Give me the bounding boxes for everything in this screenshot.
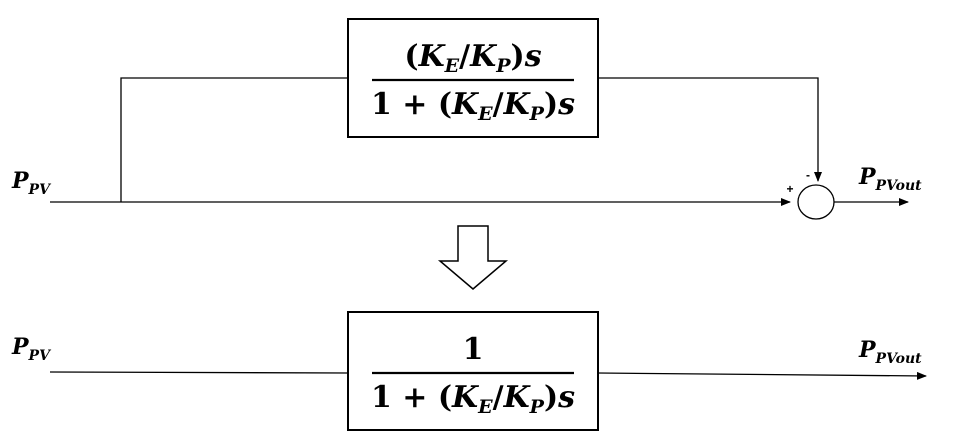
- bottom-output-label: PPVout: [858, 337, 922, 367]
- top-block-to-junction-line: [598, 77, 822, 182]
- top-output-label: PPVout: [858, 164, 922, 194]
- top-input-label: PPV: [11, 168, 52, 198]
- bottom-input-label-main: P: [11, 334, 30, 360]
- bottom-input-label: PPV: [11, 334, 52, 364]
- bottom-block-numerator: 1: [463, 332, 484, 367]
- junction-minus-sign: -: [806, 168, 810, 182]
- junction-plus-sign: +: [786, 182, 793, 196]
- top-transfer-function-block: [347, 18, 599, 138]
- bottom-input-line: [49, 371, 349, 374]
- top-diagram: PPV (KE/KP)s 1 + (KE/KP)s + - PPVout: [11, 18, 922, 220]
- top-block-denominator: 1 + (KE/KP)s: [371, 87, 575, 125]
- top-output-label-sub: PVout: [875, 178, 923, 194]
- bottom-block-denominator: 1 + (KE/KP)s: [371, 380, 575, 418]
- top-block-numerator: (KE/KP)s: [404, 39, 541, 77]
- top-input-label-main: P: [11, 168, 30, 194]
- bottom-input-label-sub: PV: [28, 348, 53, 364]
- down-arrow-icon: [437, 225, 509, 290]
- bottom-diagram: PPV 1 1 + (KE/KP)s PPVout: [11, 311, 927, 431]
- bottom-output-label-sub: PVout: [875, 351, 923, 367]
- top-summing-junction: [797, 184, 835, 220]
- top-output-label-main: P: [858, 164, 877, 190]
- top-input-label-sub: PV: [28, 182, 53, 198]
- bottom-output-label-main: P: [858, 337, 877, 363]
- bottom-output-line: [597, 371, 927, 380]
- bottom-transfer-function-block: [347, 311, 599, 431]
- top-branch-to-block-line: [120, 77, 348, 202]
